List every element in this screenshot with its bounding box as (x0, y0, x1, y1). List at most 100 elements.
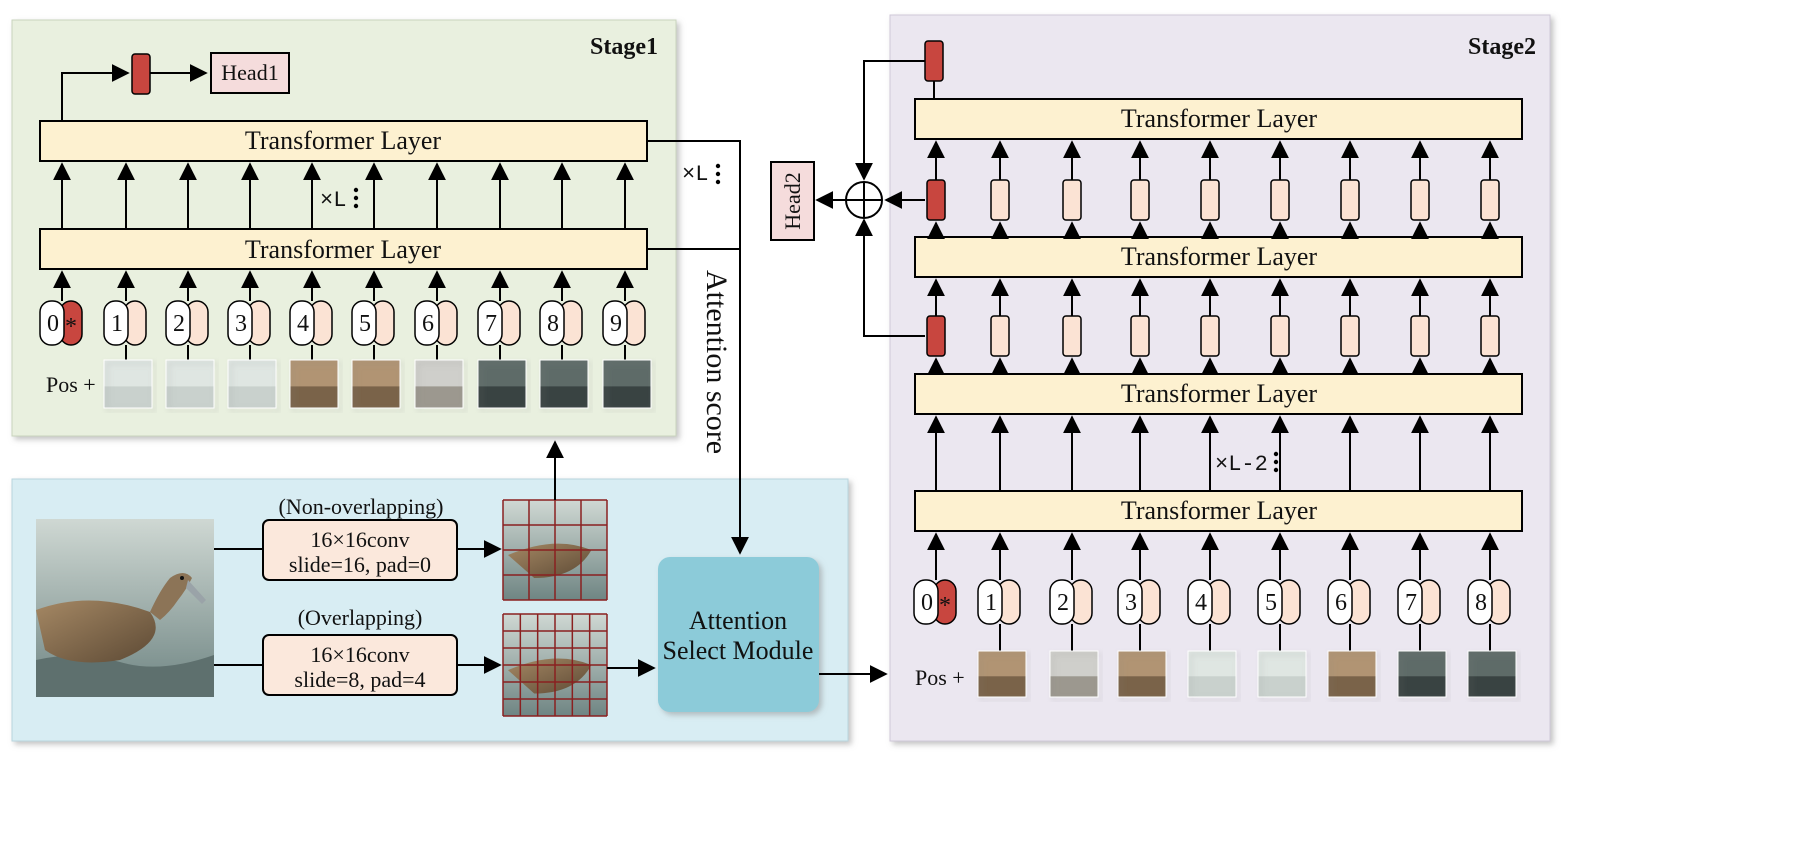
token-index: 2 (173, 311, 185, 337)
image-patch (1117, 650, 1167, 698)
intermediate-token (1200, 315, 1220, 357)
intermediate-token (990, 315, 1010, 357)
intermediate-token (1480, 179, 1500, 221)
cls-asterisk: * (939, 593, 951, 619)
intermediate-token (1270, 179, 1290, 221)
select-module-line2: Select Module (663, 636, 814, 665)
patch-token: 6 (1327, 579, 1371, 625)
image-patch (289, 359, 339, 409)
stage1-layer-top-label: Transformer Layer (245, 126, 441, 155)
image-patch (165, 359, 215, 409)
intermediate-token (1410, 179, 1430, 221)
sum-operator-icon (845, 181, 883, 219)
token-index: 4 (1195, 590, 1207, 616)
token-index: 5 (359, 311, 371, 337)
head1-box (210, 52, 290, 94)
intermediate-token (1480, 315, 1500, 357)
intermediate-token (1130, 315, 1150, 357)
token-index: 3 (1125, 590, 1137, 616)
bridge-repeat-label: ×L (682, 162, 708, 187)
bridge-top-line (647, 140, 749, 555)
token-index: 0 (47, 311, 59, 337)
bridge-repeat-dots (715, 163, 721, 185)
conv-overlap-line1: 16×16conv (310, 642, 409, 667)
non-overlap-patch-grid (502, 499, 608, 601)
overlap-caption: (Overlapping) (298, 605, 423, 630)
intermediate-token (990, 179, 1010, 221)
stage1-transformer-layer-bottom (39, 228, 648, 270)
image-patch (477, 359, 527, 409)
token-index: 3 (235, 311, 247, 337)
intermediate-cls-token (926, 315, 946, 357)
stage1-cls-output-token (131, 53, 151, 95)
stage2-top-to-sum (855, 60, 925, 181)
token-index: 9 (610, 311, 622, 337)
stage2-layer-3 (914, 373, 1523, 415)
image-patch (1467, 650, 1517, 698)
token-index: 4 (297, 311, 309, 337)
cls-token: 0* (913, 579, 957, 625)
intermediate-token (1340, 179, 1360, 221)
cls-asterisk: * (65, 314, 77, 340)
stage1-arrows (53, 162, 634, 360)
image-patch (227, 359, 277, 409)
conv-overlap-line2: slide=8, pad=4 (294, 667, 425, 692)
stage1-pos-label: Pos + (46, 372, 96, 397)
image-patch (103, 359, 153, 409)
overlap-patch-grid (502, 613, 608, 717)
stage2-layer-4 (914, 490, 1523, 532)
intermediate-token (1270, 315, 1290, 357)
token-index: 8 (547, 311, 559, 337)
head1-label: Head1 (221, 60, 278, 85)
stage2-layer-1-label: Transformer Layer (1121, 104, 1317, 133)
patch-token: 4 (289, 300, 333, 346)
patch-token: 6 (414, 300, 458, 346)
stage1-tokens: 0* 1 2 3 4 5 6 7 8 9 (39, 300, 646, 346)
intermediate-cls-token (926, 179, 946, 221)
patch-token: 3 (1117, 579, 1161, 625)
token-index: 7 (485, 311, 497, 337)
stage2-layer-2-label: Transformer Layer (1121, 242, 1317, 271)
stage2-intermediate-tokens (926, 179, 1500, 357)
image-patch (351, 359, 401, 409)
stage1-repeat-dots (353, 187, 359, 209)
patch-token: 7 (1397, 579, 1441, 625)
patch-token: 2 (1049, 579, 1093, 625)
intermediate-token (1340, 315, 1360, 357)
cls-token: 0* (39, 300, 83, 346)
token-index: 1 (111, 311, 123, 337)
stage2-bottom-to-sum (855, 218, 925, 337)
image-patch (1187, 650, 1237, 698)
image-patch (1327, 650, 1377, 698)
image-patch (602, 359, 652, 409)
image-patch (1397, 650, 1447, 698)
token-index: 6 (1335, 590, 1347, 616)
head2-box (770, 161, 815, 241)
stage1-layer-bottom-label: Transformer Layer (245, 235, 441, 264)
intermediate-token (1130, 179, 1150, 221)
select-module-line1: Attention (689, 606, 787, 635)
intermediate-token (1062, 179, 1082, 221)
stage1-patches (103, 359, 652, 409)
stage2-repeat-dots (1273, 451, 1279, 473)
patch-token: 9 (602, 300, 646, 346)
stage2-layer-1 (914, 98, 1523, 140)
image-patch (414, 359, 464, 409)
stage2-cls-output-token (924, 40, 944, 82)
token-index: 2 (1057, 590, 1069, 616)
patch-token: 3 (227, 300, 271, 346)
token-index: 6 (422, 311, 434, 337)
intermediate-token (1200, 179, 1220, 221)
non-overlap-caption: (Non-overlapping) (279, 494, 444, 519)
stage2-patches (977, 650, 1517, 698)
stage2-title: Stage2 (1468, 34, 1536, 60)
patch-token: 5 (1257, 579, 1301, 625)
head2-label: Head2 (780, 172, 805, 229)
stage2-pos-label: Pos + (915, 665, 965, 690)
stage1-title: Stage1 (590, 34, 658, 60)
token-index: 0 (921, 590, 933, 616)
stage2-repeat-label: ×L-2 (1215, 452, 1268, 477)
stage2-layer-4-label: Transformer Layer (1121, 496, 1317, 525)
